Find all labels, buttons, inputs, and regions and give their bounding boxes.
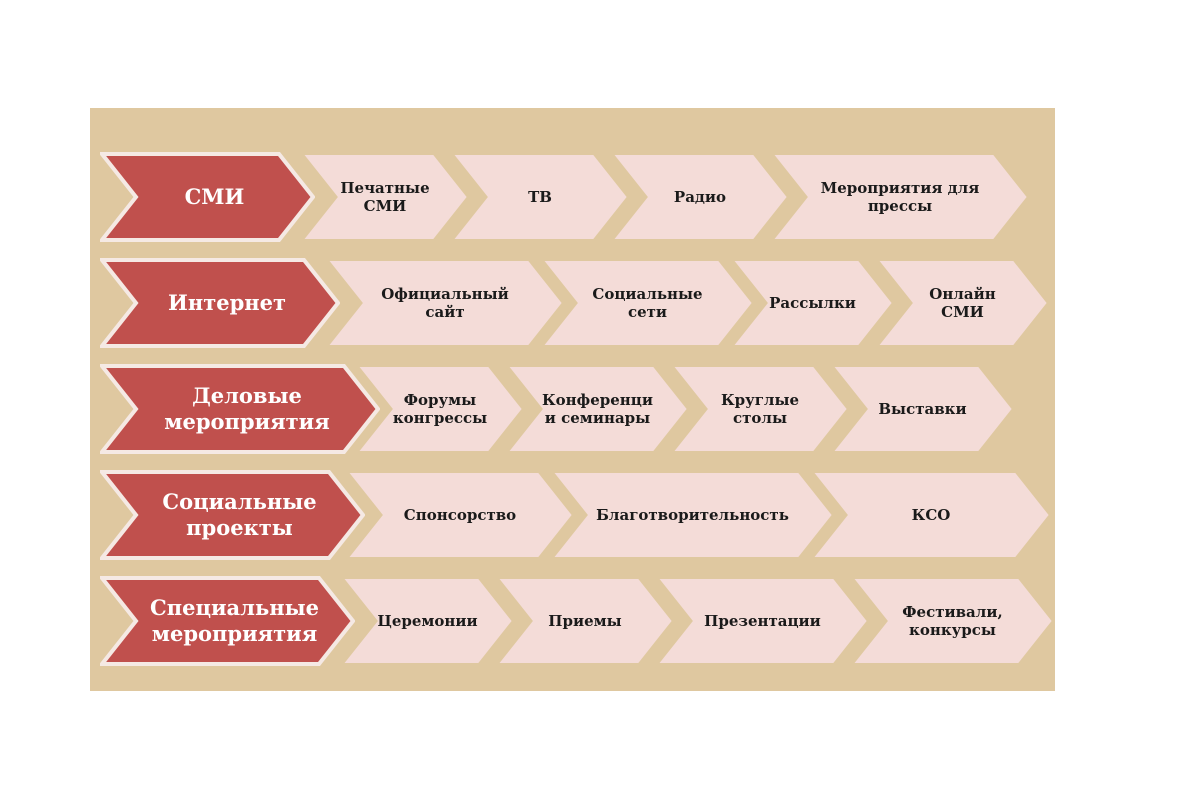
channel-row: Церемонии Приемы Презентации Фестивали, кон… — [0, 576, 1200, 666]
category-label: Деловые мероприятия — [164, 383, 330, 434]
item-arrow-shape — [770, 152, 1030, 242]
channel-row: Официальный сайт Социальные сети Рассылки О… — [0, 258, 1200, 348]
category-arrow-shape — [100, 576, 355, 666]
channel-item-arrow: Радио — [610, 152, 790, 242]
channel-item-label: Радио — [673, 187, 727, 206]
channel-item-arrow: Выставки — [830, 364, 1015, 454]
channel-item-arrow: Мероприятия для прессы — [770, 152, 1030, 242]
item-arrow-shape — [875, 258, 1050, 348]
channel-item-label: Выставки — [878, 399, 967, 418]
channel-item-label: Мероприятия для прессы — [820, 178, 980, 215]
channel-item-label: Официальный сайт — [381, 284, 509, 321]
item-arrow-shape — [505, 364, 690, 454]
item-arrow-shape — [495, 576, 675, 666]
channel-item-arrow: Презентации — [655, 576, 870, 666]
channel-item-label: Форумы конгрессы — [392, 390, 488, 427]
category-arrow-shape — [100, 364, 380, 454]
category-label: Интернет — [167, 290, 286, 316]
category-arrow: СМИ — [100, 152, 315, 242]
channel-item-label: ТВ — [528, 187, 552, 206]
category-arrow: Социальные проекты — [100, 470, 365, 560]
item-arrow-shape — [325, 258, 565, 348]
channel-item-label: Приемы — [548, 611, 622, 630]
item-arrow-shape — [610, 152, 790, 242]
channel-item-arrow: Круглые столы — [670, 364, 850, 454]
channel-row: Печатные СМИ ТВ Радио Мероприятия для пресс… — [0, 152, 1200, 242]
channel-item-arrow: Благотворительность — [550, 470, 835, 560]
channel-item-label: Круглые столы — [720, 390, 800, 427]
item-arrow-shape — [655, 576, 870, 666]
channel-item-label: Фестивали, конкурсы — [902, 602, 1003, 639]
item-arrow-shape — [340, 576, 515, 666]
channel-item-label: Спонсорство — [403, 505, 517, 524]
item-arrow-shape — [300, 152, 470, 242]
item-arrow-shape — [730, 258, 895, 348]
item-arrow-shape — [540, 258, 755, 348]
channel-item-arrow: КСО — [810, 470, 1052, 560]
channel-item-label: Благотворительность — [596, 505, 789, 524]
item-arrow-shape — [810, 470, 1052, 560]
item-arrow-shape — [850, 576, 1055, 666]
channel-item-arrow: ТВ — [450, 152, 630, 242]
channel-item-label: Онлайн СМИ — [929, 284, 996, 321]
channel-item-arrow: Печатные СМИ — [300, 152, 470, 242]
channel-item-label: Печатные СМИ — [340, 178, 430, 215]
channel-item-label: Рассылки — [769, 293, 856, 312]
category-arrow: Деловые мероприятия — [100, 364, 380, 454]
category-label: Социальные проекты — [162, 489, 317, 540]
item-arrow-shape — [345, 470, 575, 560]
channel-item-arrow: Официальный сайт — [325, 258, 565, 348]
channel-item-arrow: Социальные сети — [540, 258, 755, 348]
category-arrow-shape — [100, 258, 340, 348]
category-label: СМИ — [184, 184, 245, 210]
channel-item-arrow: Церемонии — [340, 576, 515, 666]
category-arrow: Интернет — [100, 258, 340, 348]
channel-item-arrow: Спонсорство — [345, 470, 575, 560]
channel-row: Спонсорство Благотворительность КСО Социаль… — [0, 470, 1200, 560]
channel-item-arrow: Конференци и семинары — [505, 364, 690, 454]
channel-item-arrow: Фестивали, конкурсы — [850, 576, 1055, 666]
item-arrow-shape — [450, 152, 630, 242]
category-arrow-shape — [100, 152, 315, 242]
category-label: Специальные мероприятия — [150, 595, 319, 646]
category-arrow: Специальные мероприятия — [100, 576, 355, 666]
channel-item-label: КСО — [911, 505, 951, 524]
item-arrow-shape — [355, 364, 525, 454]
item-arrow-shape — [550, 470, 835, 560]
channel-item-arrow: Приемы — [495, 576, 675, 666]
category-arrow-shape — [100, 470, 365, 560]
channel-item-label: Социальные сети — [592, 284, 703, 321]
channel-item-arrow: Онлайн СМИ — [875, 258, 1050, 348]
channel-item-label: Презентации — [704, 611, 821, 630]
item-arrow-shape — [670, 364, 850, 454]
channel-row: Форумы конгрессы Конференци и семинары Кру… — [0, 364, 1200, 454]
channel-item-label: Церемонии — [377, 611, 478, 630]
item-arrow-shape — [830, 364, 1015, 454]
channel-item-arrow: Рассылки — [730, 258, 895, 348]
channel-item-label: Конференци и семинары — [542, 390, 653, 427]
channel-item-arrow: Форумы конгрессы — [355, 364, 525, 454]
